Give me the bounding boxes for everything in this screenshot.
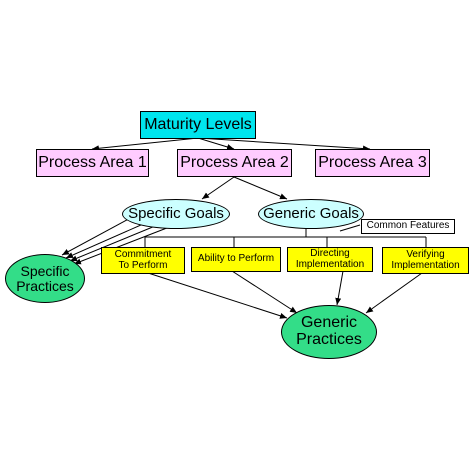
ability-to-perform-label: Ability to Perform xyxy=(197,253,275,265)
directing-line-2: Implementation xyxy=(295,258,365,270)
generic-practices-line-1: Generic xyxy=(300,314,358,332)
specific-goals-ellipse: Specific Goals xyxy=(122,199,230,229)
process-area-3-box: Process Area 3 xyxy=(315,149,430,177)
link-sg-sp-4 xyxy=(73,225,173,265)
generic-practices-line-2: Practices xyxy=(296,331,362,348)
generic-goals-label: Generic Goals xyxy=(263,205,359,223)
link-pa2-generic-goals xyxy=(233,176,288,200)
process-area-1-label: Process Area 1 xyxy=(38,153,147,171)
maturity-levels-label: Maturity Levels xyxy=(144,115,252,133)
process-area-2-label: Process Area 2 xyxy=(180,153,289,171)
generic-goals-ellipse: Generic Goals xyxy=(258,199,364,229)
commitment-to-perform-box: Commitment To Perform xyxy=(101,247,185,274)
link-pa2-specific-goals xyxy=(201,176,235,200)
link-verifying-gp xyxy=(365,272,423,314)
link-sg-sp-3 xyxy=(69,223,161,262)
link-directing-gp xyxy=(335,270,344,306)
verifying-line-1: Verifying xyxy=(406,249,445,260)
commitment-line-2: To Perform xyxy=(118,259,168,271)
specific-goals-label: Specific Goals xyxy=(128,205,224,223)
generic-practices-ellipse: Generic Practices xyxy=(281,305,377,359)
commitment-line-1: Commitment xyxy=(114,249,172,260)
directing-implementation-box: Directing Implementation xyxy=(287,247,373,272)
specific-practices-line-1: Specific xyxy=(20,262,70,279)
link-commitment-gp xyxy=(144,271,288,319)
maturity-levels-box: Maturity Levels xyxy=(140,111,256,139)
link-sg-sp-1 xyxy=(61,214,137,256)
verifying-line-2: Implementation xyxy=(391,259,460,271)
process-area-2-box: Process Area 2 xyxy=(177,149,292,177)
specific-practices-line-2: Practices xyxy=(16,277,74,294)
process-area-1-box: Process Area 1 xyxy=(36,149,149,177)
link-maturity-pa3 xyxy=(197,137,371,152)
link-maturity-pa2 xyxy=(197,137,235,150)
ability-to-perform-box: Ability to Perform xyxy=(191,247,281,272)
link-sg-sp-2 xyxy=(65,220,151,259)
link-cf-label xyxy=(339,224,361,232)
verifying-implementation-box: Verifying Implementation xyxy=(382,247,469,274)
link-ability-gp xyxy=(231,270,298,314)
specific-practices-ellipse: Specific Practices xyxy=(5,254,85,303)
common-features-box: Common Features xyxy=(361,219,455,234)
process-area-3-label: Process Area 3 xyxy=(318,153,427,171)
common-features-label: Common Features xyxy=(366,220,450,232)
link-maturity-pa1 xyxy=(91,137,199,152)
directing-line-1: Directing xyxy=(310,248,350,259)
